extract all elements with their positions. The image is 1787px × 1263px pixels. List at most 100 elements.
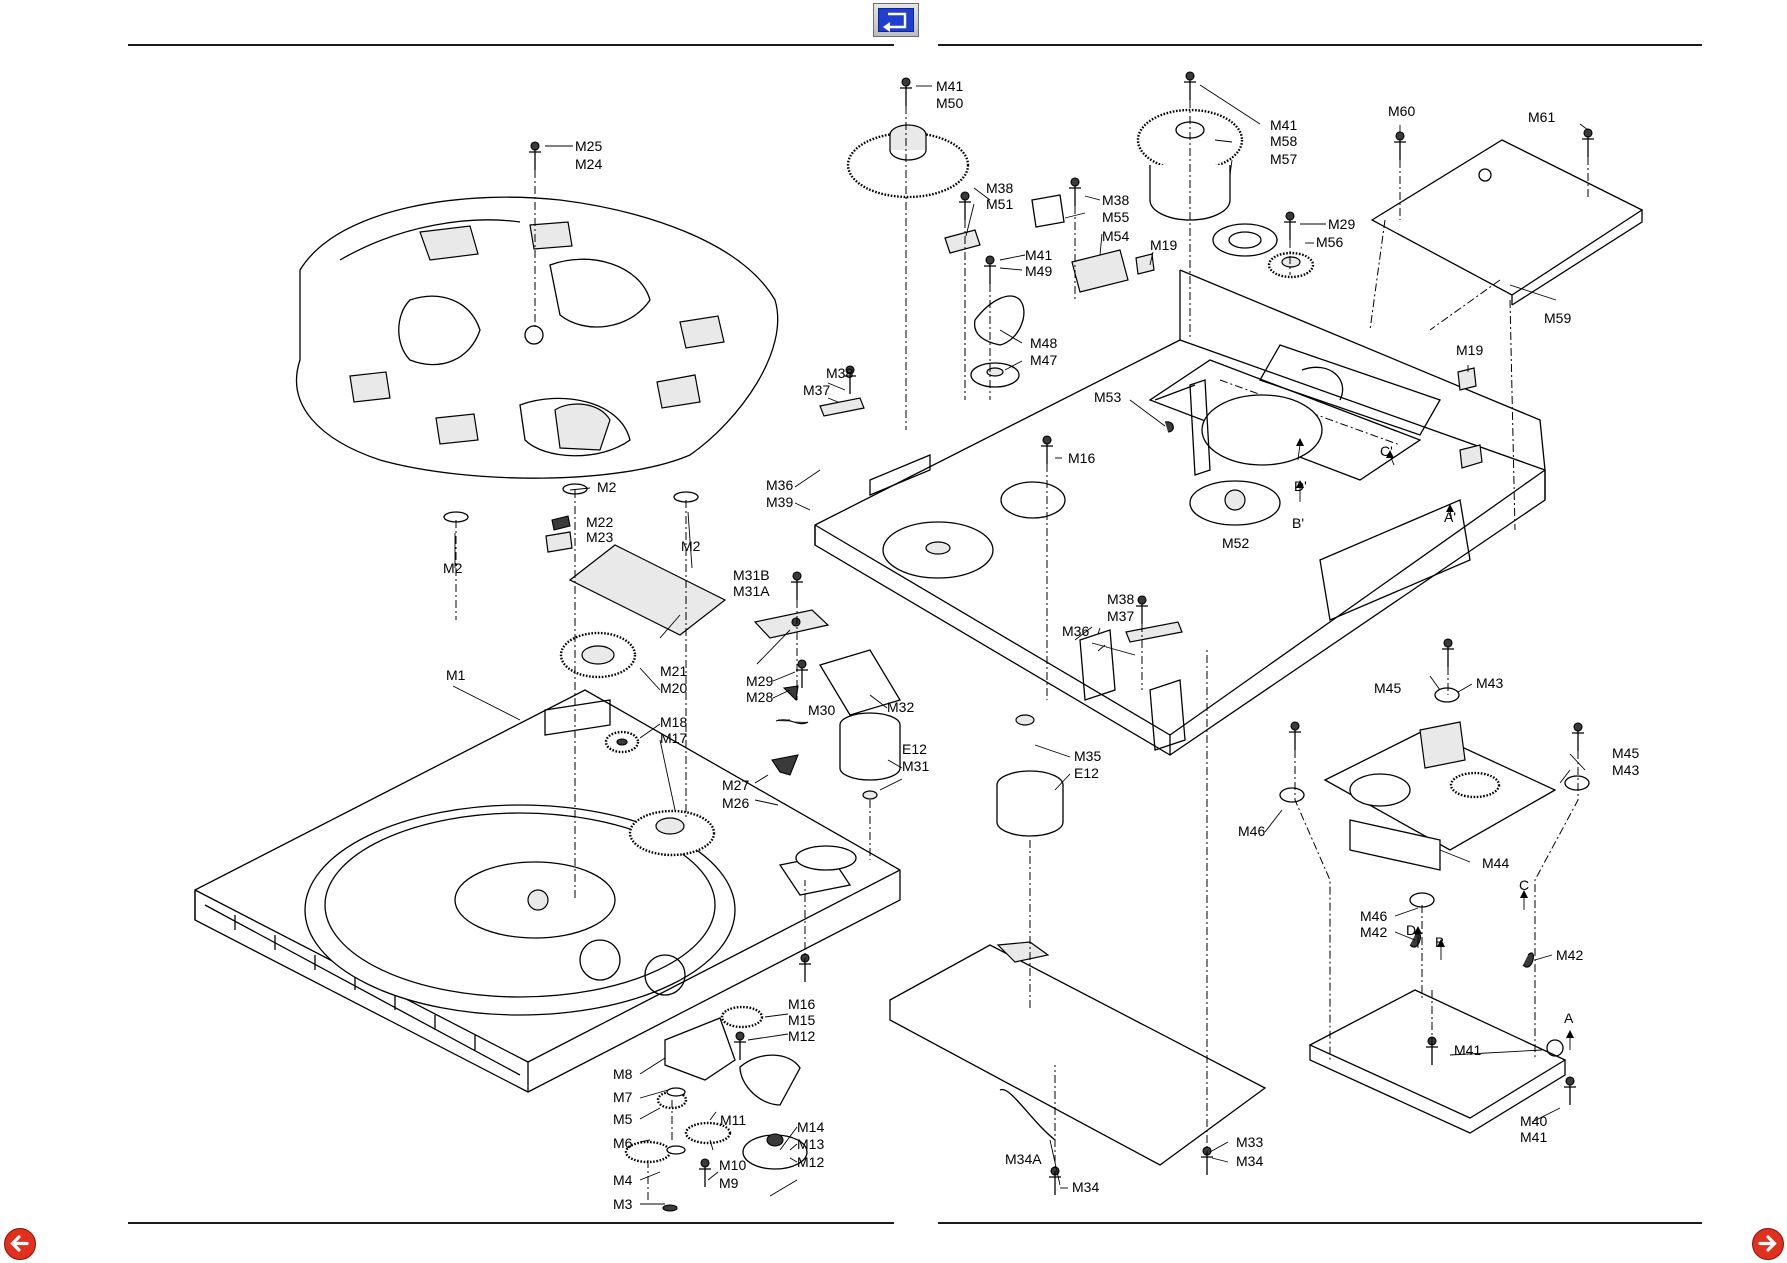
part-label: M41: [1025, 247, 1052, 263]
part-label: M22: [586, 514, 613, 530]
part-label: M38: [1107, 591, 1134, 607]
part-label: M14: [797, 1119, 824, 1135]
part-label: M48: [1030, 335, 1057, 351]
sheet-m21: [568, 544, 727, 636]
part-label: M34A: [1005, 1151, 1042, 1167]
gear-m18: [604, 730, 640, 754]
part-label: M55: [1102, 209, 1129, 225]
back-button-face: [878, 8, 914, 32]
part-label: M36: [1062, 623, 1089, 639]
part-label: M3: [613, 1196, 633, 1212]
arrow-right-icon: [1758, 1235, 1777, 1252]
part-label: M25: [575, 138, 602, 154]
return-arrow-icon: [883, 12, 907, 32]
part-label: M26: [722, 795, 749, 811]
marker-label: A: [1564, 1010, 1574, 1026]
part-label: M41: [936, 78, 963, 94]
part-label: M17: [660, 730, 687, 746]
belt-m48-pulley-m47: [970, 295, 1025, 388]
small-parts-left: [443, 483, 809, 1212]
part-label: M9: [719, 1175, 739, 1191]
next-page-button[interactable]: [1752, 1228, 1784, 1260]
part-label: M1: [446, 667, 466, 683]
part-label: M6: [613, 1135, 633, 1151]
springs-m42: [1409, 932, 1534, 968]
footer-rule-left: [128, 1222, 894, 1224]
part-label: M29: [746, 673, 773, 689]
arrow-left-icon: [10, 1235, 29, 1252]
ring-m57: [1212, 223, 1278, 257]
part-label: M61: [1528, 109, 1555, 125]
part-label: M53: [1094, 389, 1121, 405]
part-label: M31A: [733, 583, 770, 599]
part-label: M8: [613, 1066, 633, 1082]
part-label: M46: [1360, 908, 1387, 924]
disc-tray: [194, 689, 901, 1093]
part-label: M49: [1025, 263, 1052, 279]
motor-m31: [839, 712, 901, 800]
part-label: M43: [1612, 762, 1639, 778]
part-label: M2: [597, 479, 617, 495]
previous-page-button[interactable]: [4, 1228, 36, 1260]
part-label: M12: [797, 1154, 824, 1170]
part-label: E12: [1074, 765, 1099, 781]
part-label: M43: [1476, 675, 1503, 691]
part-label: M23: [586, 529, 613, 545]
part-labels: M25 M24 M2 M2 M2 M22 M23 M21 M20 M1 M18 …: [443, 78, 1639, 1212]
plate-m59: [1370, 139, 1644, 306]
gear-train-bottom: [624, 1005, 808, 1170]
part-label: M38: [826, 365, 853, 381]
part-label: M41: [1454, 1042, 1481, 1058]
part-label: M30: [808, 702, 835, 718]
part-label: M37: [803, 382, 830, 398]
part-label: M34: [1072, 1179, 1099, 1195]
part-label: M40: [1520, 1113, 1547, 1129]
part-label: M35: [1074, 748, 1101, 764]
part-label: M60: [1388, 103, 1415, 119]
part-label: M2: [443, 560, 463, 576]
gear-m56: [1267, 251, 1315, 279]
motor-m35: [996, 714, 1064, 837]
pickup-spring-m53: [1164, 421, 1174, 433]
part-label: M12: [788, 1028, 815, 1044]
part-label: M19: [1456, 342, 1483, 358]
part-label: M36: [766, 477, 793, 493]
marker-label: D': [1294, 478, 1307, 494]
marker-label: C: [1519, 877, 1529, 893]
part-label: M33: [1236, 1134, 1263, 1150]
part-label: M4: [613, 1172, 633, 1188]
part-label: M21: [660, 663, 687, 679]
part-label: E12: [902, 741, 927, 757]
part-label: M37: [1107, 608, 1134, 624]
part-label: M46: [1238, 823, 1265, 839]
plate-m32: [819, 649, 901, 716]
part-label: M44: [1482, 855, 1509, 871]
part-label: M7: [613, 1089, 633, 1105]
assembly-lines: [455, 100, 1589, 1200]
part-label: M13: [797, 1136, 824, 1152]
part-label: M38: [1102, 192, 1129, 208]
part-label: M47: [1030, 352, 1057, 368]
optical-pickup-m44: [1323, 721, 1557, 871]
part-label: M28: [746, 689, 773, 705]
part-label: M24: [575, 156, 602, 172]
gear-m50: [846, 124, 970, 199]
marker-arrows: [1296, 438, 1574, 1050]
footer-rule-right: [938, 1222, 1702, 1224]
part-label: M42: [1360, 924, 1387, 940]
leader-lines: [452, 84, 1589, 1205]
marker-label: C': [1380, 443, 1393, 459]
marker-label: D: [1406, 922, 1416, 938]
part-label: M45: [1612, 745, 1639, 761]
back-button[interactable]: [873, 3, 919, 37]
part-label: M59: [1544, 310, 1571, 326]
damper-rings: [1279, 687, 1590, 908]
part-label: M31B: [733, 567, 770, 583]
header-rule-right: [938, 44, 1702, 46]
part-label: M27: [722, 777, 749, 793]
part-label: M16: [1068, 450, 1095, 466]
part-label: M5: [613, 1111, 633, 1127]
part-label: M18: [660, 714, 687, 730]
part-label: M52: [1222, 535, 1249, 551]
